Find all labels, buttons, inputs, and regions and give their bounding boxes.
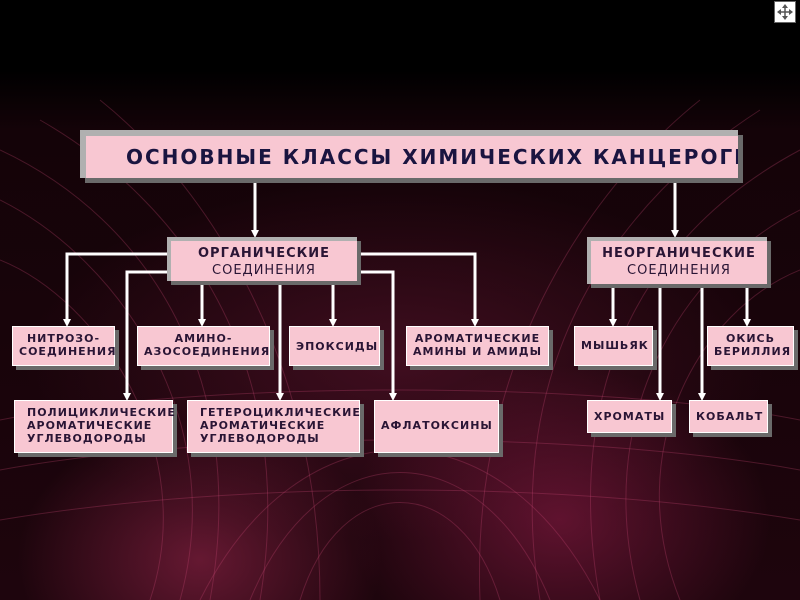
nitroso-line1: НИТРОЗО- [26, 332, 101, 345]
chromates-box: ХРОМАТЫ [587, 400, 672, 433]
epoxides-line1: ЭПОКСИДЫ [296, 340, 379, 353]
arsenic-line1: МЫШЬЯК [581, 339, 649, 352]
cobalt-box: КОБАЛЬТ [689, 400, 768, 433]
cobalt-line1: КОБАЛЬТ [696, 410, 764, 423]
aflatoxins-box: АФЛАТОКСИНЫ [374, 400, 499, 453]
organic-compounds-box: ОРГАНИЧЕСКИЕ СОЕДИНЕНИЯ [167, 237, 357, 281]
heterocyclic-line3: УГЛЕВОДОРОДЫ [200, 432, 320, 445]
inorganic-line2: СОЕДИНЕНИЯ [627, 263, 731, 278]
amino-line1: АМИНО- [174, 332, 233, 345]
polycyclic-hydrocarbons-box: ПОЛИЦИКЛИЧЕСКИЕ АРОМАТИЧЕСКИЕ УГЛЕВОДОРО… [14, 400, 176, 453]
organic-line2: СОЕДИНЕНИЯ [212, 263, 316, 278]
beryllium-oxide-box: ОКИСЬ БЕРИЛЛИЯ [707, 326, 794, 366]
beryllium-line2: БЕРИЛЛИЯ [714, 345, 792, 358]
diagram-title-text: ОСНОВНЫЕ КЛАССЫ ХИМИЧЕСКИХ КАНЦЕРОГЕНОВ [126, 145, 738, 169]
inorganic-line1: НЕОРГАНИЧЕСКИЕ [602, 246, 756, 261]
aflatoxins-line1: АФЛАТОКСИНЫ [381, 419, 493, 432]
polycyclic-line3: УГЛЕВОДОРОДЫ [27, 432, 147, 445]
navigation-arrows-icon[interactable] [774, 1, 796, 23]
organic-line1: ОРГАНИЧЕСКИЕ [198, 246, 330, 261]
epoxides-box: ЭПОКСИДЫ [289, 326, 380, 366]
connector-nitroso [63, 252, 167, 327]
navigation-arrows-glyph [777, 4, 793, 20]
aromatic-amines-line1: АРОМАТИЧЕСКИЕ [414, 332, 541, 345]
polycyclic-line2: АРОМАТИЧЕСКИЕ [27, 419, 153, 432]
connector-aflatoxins [357, 270, 397, 401]
connector-aromatic-amines [357, 252, 479, 327]
polycyclic-line1: ПОЛИЦИКЛИЧЕСКИЕ [27, 406, 176, 419]
beryllium-line1: ОКИСЬ [725, 332, 775, 345]
amino-azo-compounds-box: АМИНО- АЗОСОЕДИНЕНИЯ [137, 326, 270, 366]
aromatic-amines-box: АРОМАТИЧЕСКИЕ АМИНЫ И АМИДЫ [406, 326, 549, 366]
heterocyclic-line1: ГЕТЕРОЦИКЛИЧЕСКИЕ [200, 406, 361, 419]
nitroso-compounds-box: НИТРОЗО- СОЕДИНЕНИЯ [12, 326, 117, 366]
amino-line2: АЗОСОЕДИНЕНИЯ [144, 345, 271, 358]
connector-polycyclic [123, 270, 167, 401]
diagram-title: ОСНОВНЫЕ КЛАССЫ ХИМИЧЕСКИХ КАНЦЕРОГЕНОВ [80, 130, 738, 178]
chromates-line1: ХРОМАТЫ [594, 410, 666, 423]
heterocyclic-hydrocarbons-box: ГЕТЕРОЦИКЛИЧЕСКИЕ АРОМАТИЧЕСКИЕ УГЛЕВОДО… [187, 400, 360, 453]
arsenic-box: МЫШЬЯК [574, 326, 653, 366]
inorganic-compounds-box: НЕОРГАНИЧЕСКИЕ СОЕДИНЕНИЯ [587, 237, 767, 284]
aromatic-amines-line2: АМИНЫ И АМИДЫ [413, 345, 542, 358]
heterocyclic-line2: АРОМАТИЧЕСКИЕ [200, 419, 326, 432]
nitroso-line2: СОЕДИНЕНИЯ [19, 345, 117, 358]
